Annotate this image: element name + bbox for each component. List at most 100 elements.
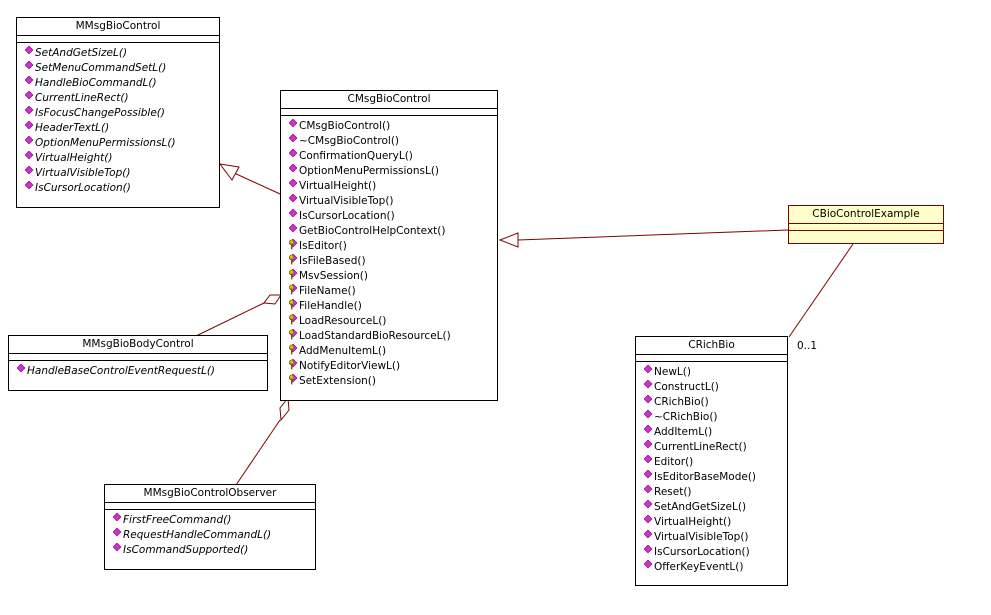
generalization-arrowhead	[218, 163, 240, 181]
operation-label: IsCursorLocation()	[299, 210, 395, 222]
protected-operation-icon	[289, 359, 298, 370]
operation-row[interactable]: CurrentLineRect()	[25, 91, 219, 106]
operation-label: SetAndGetSizeL()	[35, 47, 128, 59]
operation-row[interactable]: CurrentLineRect()	[644, 440, 787, 455]
aggregation-diamond	[263, 294, 282, 305]
public-operation-icon	[25, 181, 34, 190]
operation-row[interactable]: NewL()	[644, 365, 787, 380]
operation-label: VirtualHeight()	[35, 152, 113, 164]
protected-operation-icon	[289, 344, 298, 355]
class-name: CMsgBioControl	[281, 91, 497, 109]
operations-compartment: NewL()ConstructL()CRichBio()~CRichBio() A…	[636, 362, 787, 577]
operation-row[interactable]: HeaderTextL()	[25, 121, 219, 136]
public-operation-icon	[289, 119, 298, 128]
operation-label: LoadStandardBioResourceL()	[299, 330, 451, 342]
public-operation-icon	[289, 149, 298, 158]
operation-label: IsFileBased()	[299, 255, 366, 267]
operation-row[interactable]: OptionMenuPermissionsL()	[289, 164, 497, 179]
operation-row[interactable]: FirstFreeCommand()	[113, 513, 315, 528]
operation-row[interactable]: ConfirmationQueryL()	[289, 149, 497, 164]
operation-row[interactable]: GetBioControlHelpContext()	[289, 224, 497, 239]
operation-row[interactable]: RequestHandleCommandL()	[113, 528, 315, 543]
operation-row[interactable]: HandleBioCommandL()	[25, 76, 219, 91]
public-operation-icon	[25, 61, 34, 70]
operation-row[interactable]: VirtualVisibleTop()	[289, 194, 497, 209]
public-operation-icon	[25, 91, 34, 100]
operation-row[interactable]: VirtualHeight()	[289, 179, 497, 194]
protected-operation-icon	[289, 374, 298, 385]
aggregation-line-mmsgbiobodycontrol	[195, 302, 265, 337]
operation-row[interactable]: VirtualHeight()	[644, 515, 787, 530]
protected-operation-icon	[289, 284, 298, 295]
operation-row[interactable]: LoadStandardBioResourceL()	[289, 329, 497, 344]
operation-row[interactable]: IsEditorBaseMode()	[644, 470, 787, 485]
operation-label: GetBioControlHelpContext()	[299, 225, 446, 237]
operation-row[interactable]: SetAndGetSizeL()	[644, 500, 787, 515]
operation-row[interactable]: IsCursorLocation()	[644, 545, 787, 560]
operation-row[interactable]: CMsgBioControl()	[289, 119, 497, 134]
attributes-compartment	[17, 36, 219, 43]
operation-row[interactable]: AddItemL()	[644, 425, 787, 440]
generalization-line-cbiocontrolexample-cmsgbiocontrol	[517, 229, 789, 241]
operation-label: SetMenuCommandSetL()	[35, 62, 167, 74]
operation-row[interactable]: Reset()	[644, 485, 787, 500]
operation-label: VirtualVisibleTop()	[35, 167, 131, 179]
operation-row[interactable]: FileName()	[289, 284, 497, 299]
operation-label: IsEditor()	[299, 240, 347, 252]
protected-operation-icon	[289, 269, 298, 280]
operation-label: VirtualVisibleTop()	[299, 195, 394, 207]
operation-row[interactable]: OfferKeyEventL()	[644, 560, 787, 575]
operations-compartment: CMsgBioControl() ~CMsgBioControl()Confirm…	[281, 116, 497, 391]
operation-label: OptionMenuPermissionsL()	[299, 165, 440, 177]
public-operation-icon	[644, 440, 653, 449]
operation-row[interactable]: VirtualHeight()	[25, 151, 219, 166]
operation-row[interactable]: SetMenuCommandSetL()	[25, 61, 219, 76]
operation-row[interactable]: IsEditor()	[289, 239, 497, 254]
generalization-line-cmsgbiocontrol-mmsgbiocontrol	[231, 171, 281, 195]
operation-row[interactable]: IsCommandSupported()	[113, 543, 315, 558]
operation-row[interactable]: OptionMenuPermissionsL()	[25, 136, 219, 151]
operation-row[interactable]: IsCursorLocation()	[25, 181, 219, 196]
operation-label: FileHandle()	[299, 300, 362, 312]
operation-row[interactable]: MsvSession()	[289, 269, 497, 284]
public-operation-icon	[644, 485, 653, 494]
public-operation-icon	[25, 151, 34, 160]
operation-row[interactable]: IsCursorLocation()	[289, 209, 497, 224]
operation-row[interactable]: IsFileBased()	[289, 254, 497, 269]
attributes-compartment	[636, 355, 787, 362]
operation-label: CMsgBioControl()	[299, 120, 391, 132]
operation-row[interactable]: FileHandle()	[289, 299, 497, 314]
operation-row[interactable]: VirtualVisibleTop()	[25, 166, 219, 181]
protected-operation-icon	[289, 329, 298, 340]
operation-row[interactable]: HandleBaseControlEventRequestL()	[17, 364, 267, 379]
attributes-compartment	[105, 503, 315, 510]
operation-row[interactable]: IsFocusChangePossible()	[25, 106, 219, 121]
operation-row[interactable]: ~CRichBio()	[644, 410, 787, 425]
operation-row[interactable]: Editor()	[644, 455, 787, 470]
operation-row[interactable]: VirtualVisibleTop()	[644, 530, 787, 545]
operation-row[interactable]: ~CMsgBioControl()	[289, 134, 497, 149]
public-operation-icon	[289, 224, 298, 233]
operation-label: CurrentLineRect()	[654, 441, 747, 453]
generalization-arrowhead	[498, 232, 519, 248]
operation-label: ~CRichBio()	[654, 411, 718, 423]
operation-label: VirtualHeight()	[299, 180, 377, 192]
operation-row[interactable]: LoadResourceL()	[289, 314, 497, 329]
operation-label: ConfirmationQueryL()	[299, 150, 413, 162]
public-operation-icon	[644, 515, 653, 524]
class-name: CRichBio	[636, 337, 787, 355]
class-cbiocontrolexample[interactable]: CBioControlExample	[788, 205, 944, 244]
operation-row[interactable]: AddMenuItemL()	[289, 344, 497, 359]
operation-label: HeaderTextL()	[35, 122, 110, 134]
operation-row[interactable]: SetExtension()	[289, 374, 497, 389]
operation-label: FileName()	[299, 285, 356, 297]
operation-row[interactable]: NotifyEditorViewL()	[289, 359, 497, 374]
operation-row[interactable]: CRichBio()	[644, 395, 787, 410]
operation-row[interactable]: ConstructL()	[644, 380, 787, 395]
operation-row[interactable]: SetAndGetSizeL()	[25, 46, 219, 61]
